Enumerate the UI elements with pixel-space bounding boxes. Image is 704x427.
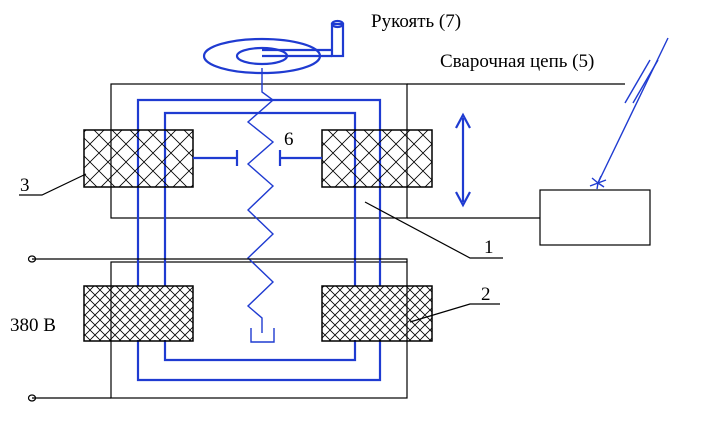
workpiece-box <box>539 189 651 246</box>
crank-handle-icon <box>202 19 345 75</box>
welding-circuit-cable <box>589 37 669 190</box>
screw-stops <box>193 150 322 166</box>
voltage-label: 380 В <box>10 315 56 336</box>
screw-bearing <box>250 328 275 343</box>
upper-right-coil <box>321 129 433 188</box>
handle-label: Рукоять (7) <box>371 11 461 32</box>
callout-3: 3 <box>20 175 30 196</box>
welding-circuit-label: Сварочная цепь (5) <box>440 51 594 72</box>
input-terminals <box>27 255 408 402</box>
callout-1: 1 <box>484 237 494 258</box>
leader-lines <box>19 173 503 323</box>
upper-left-coil <box>83 129 194 188</box>
lead-screw <box>246 68 275 333</box>
callout-2: 2 <box>481 284 491 305</box>
callout-6: 6 <box>284 129 294 150</box>
travel-arrow-icon <box>455 112 471 208</box>
lower-left-coil <box>83 285 194 342</box>
lower-right-coil <box>321 285 433 342</box>
magnetic-core-wires <box>136 98 382 382</box>
